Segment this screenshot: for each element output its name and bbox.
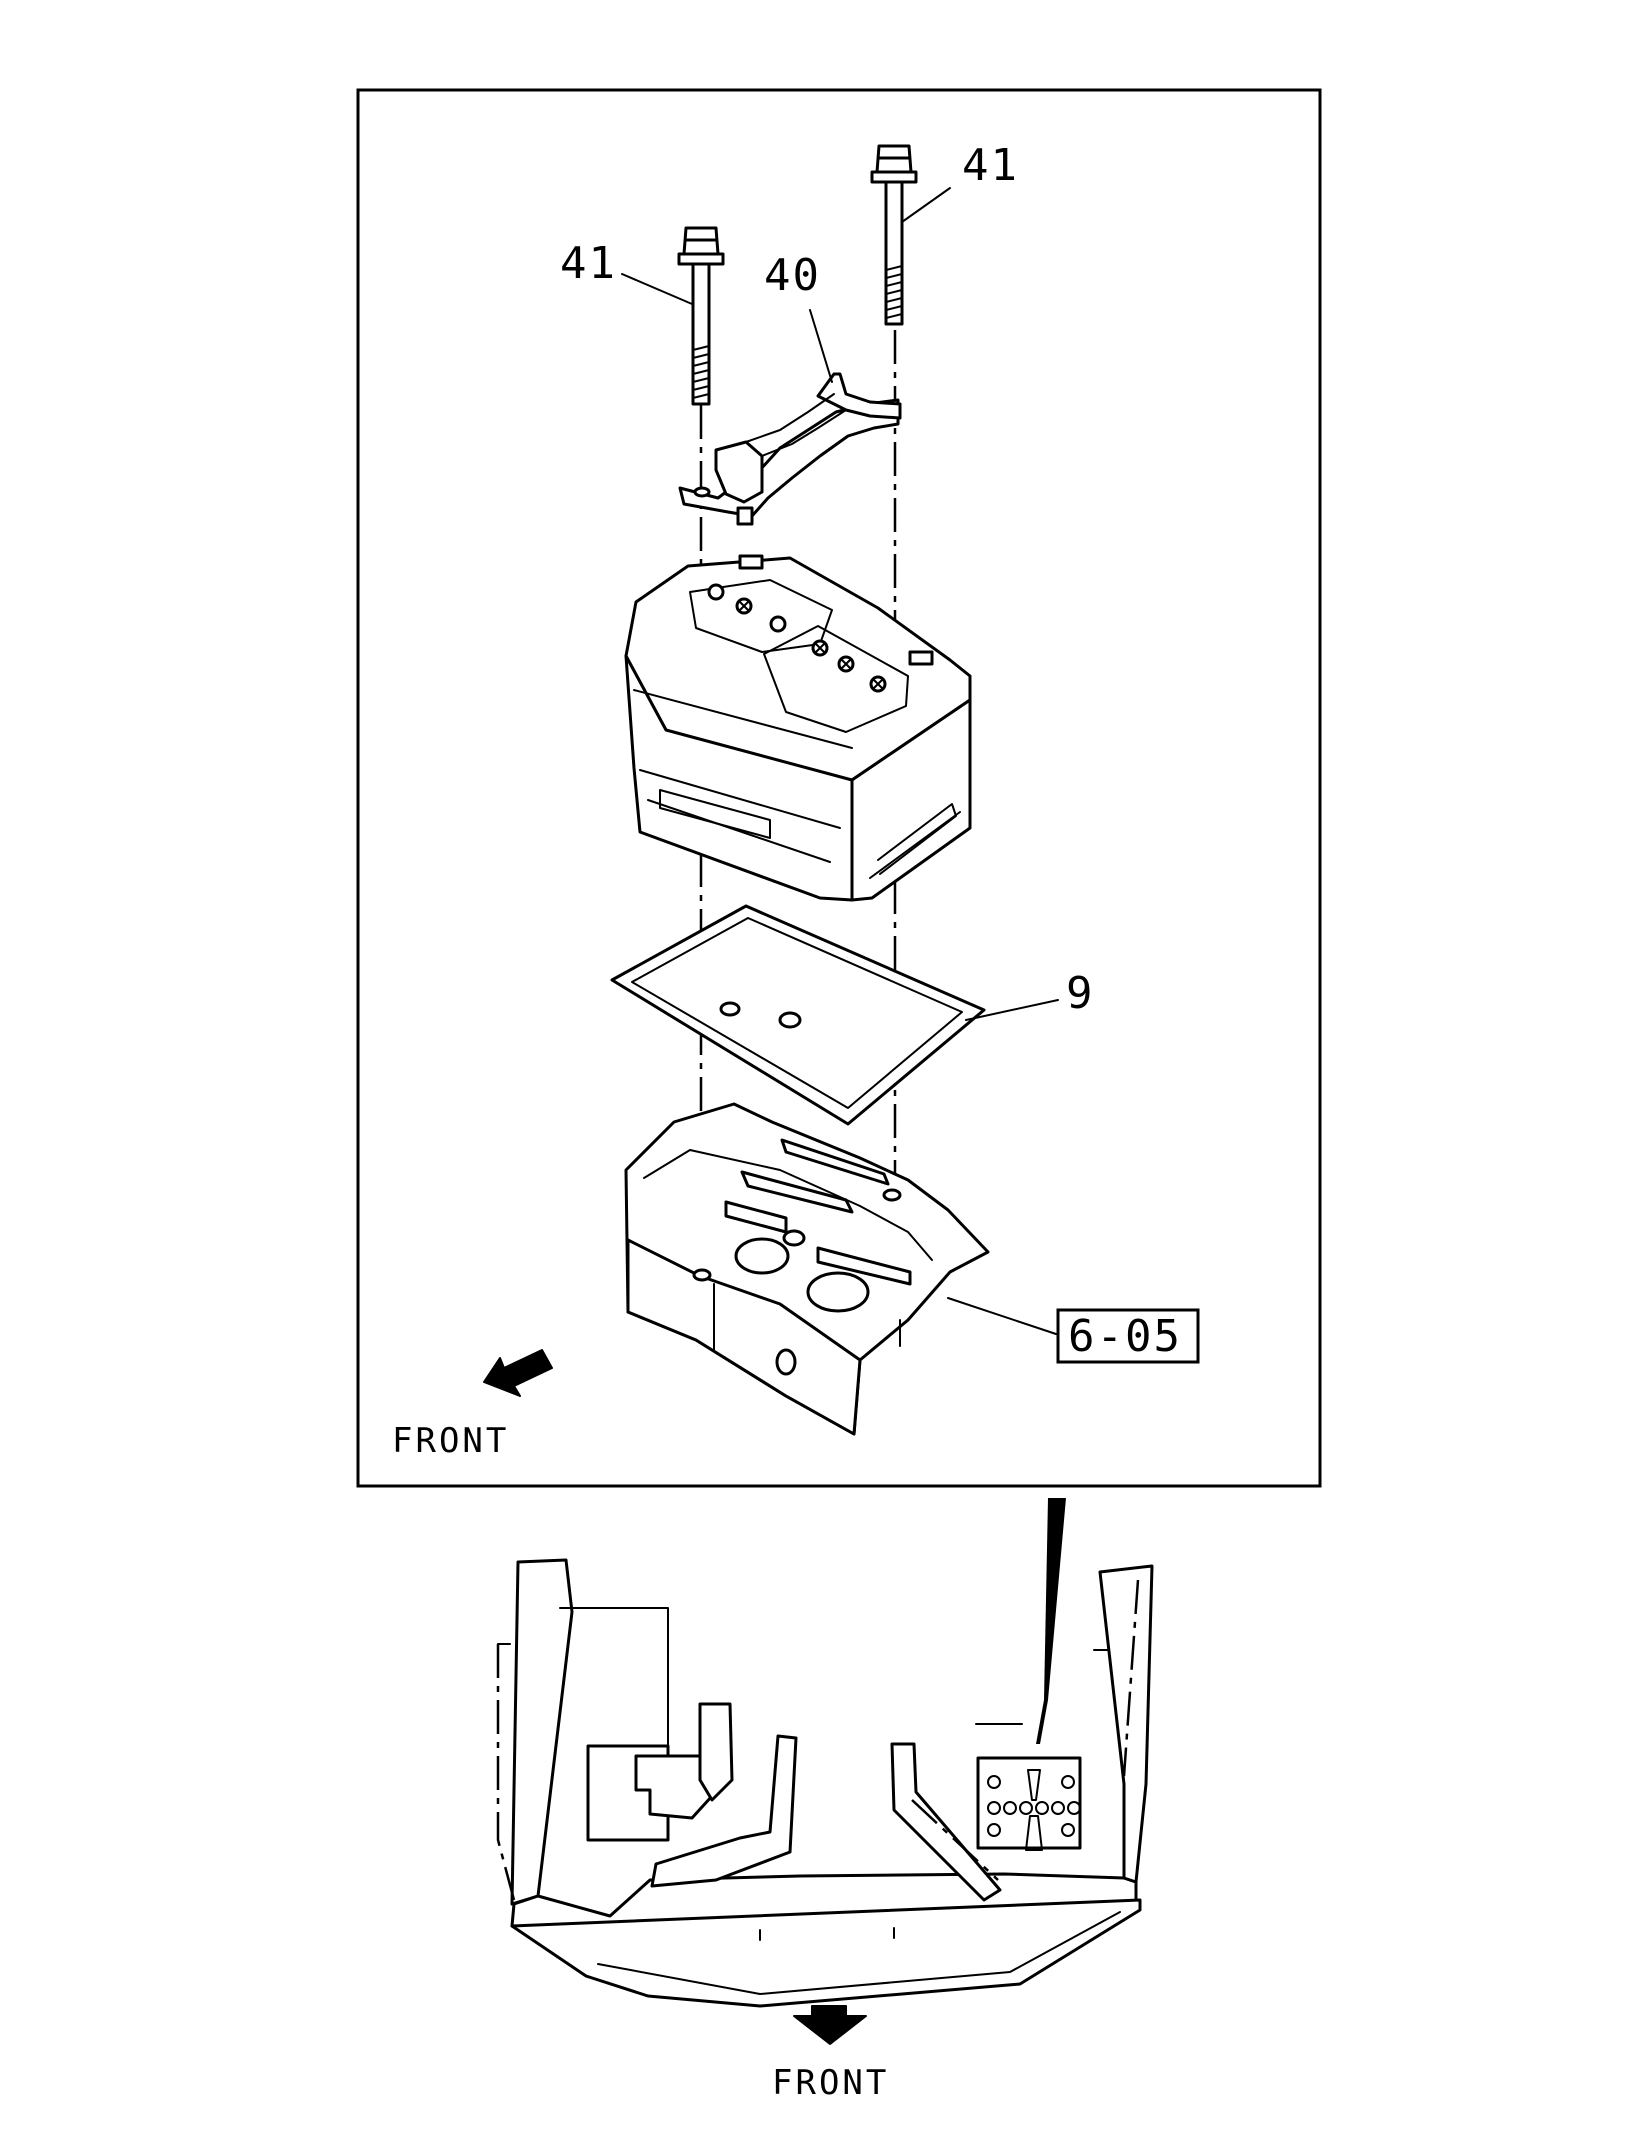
terminal-right	[908, 650, 934, 666]
front-arrow-down-icon	[793, 2005, 867, 2045]
callout-reference: 6-05	[1068, 1311, 1182, 1362]
bolt-right	[870, 144, 918, 326]
vent-caps	[707, 583, 887, 693]
detail-front-label: FRONT	[392, 1421, 509, 1461]
battery-tray	[624, 1102, 990, 1436]
front-arrow-icon	[483, 1349, 553, 1397]
detail-frame	[356, 88, 1322, 1488]
overview-front-label: FRONT	[772, 2063, 889, 2103]
reference-box	[1056, 1308, 1200, 1364]
location-pointer-icon	[1036, 1498, 1066, 1744]
bolt-left	[677, 226, 725, 406]
tray-pad	[610, 904, 986, 1126]
callout-bolt-left: 41	[560, 238, 617, 289]
hold-down-bracket	[678, 372, 902, 526]
vehicle-frame-overview	[496, 1558, 1154, 2008]
leader-lines	[621, 187, 1059, 1335]
terminal-left	[738, 554, 764, 570]
callout-hold-down-bracket: 40	[764, 250, 821, 301]
callout-tray-pad: 9	[1066, 968, 1095, 1019]
callout-bolt-right: 41	[962, 140, 1019, 191]
battery	[624, 554, 972, 902]
